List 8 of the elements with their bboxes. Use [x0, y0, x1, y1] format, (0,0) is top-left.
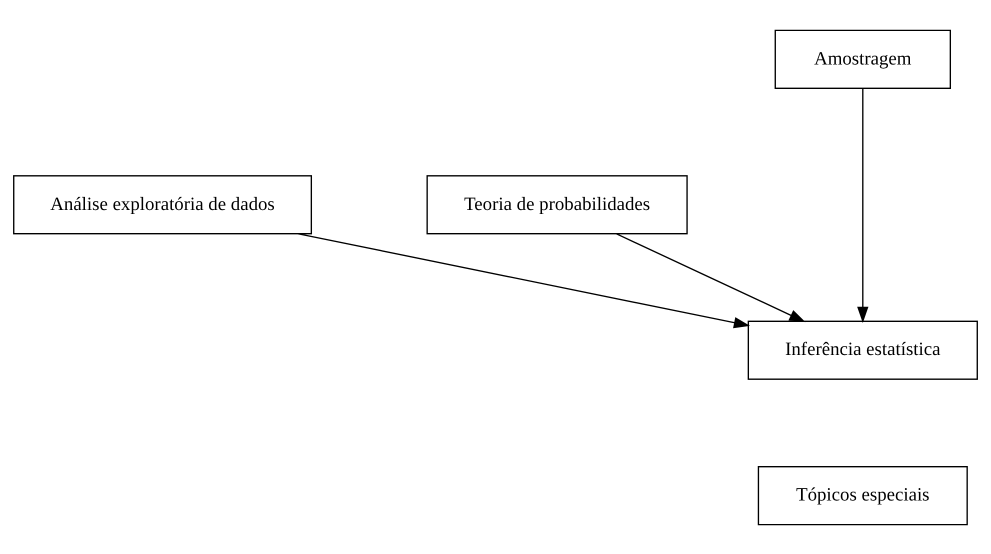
arrow — [616, 232, 806, 322]
node-box: Teoria de probabilidades — [426, 174, 688, 234]
node-box: Amostragem — [774, 29, 951, 88]
arrow — [857, 88, 868, 322]
arrow — [298, 232, 750, 328]
node-box: Análise exploratória de dados — [13, 174, 312, 234]
node-box: Tópicos especiais — [758, 466, 968, 525]
node-box: Inferência estatística — [748, 320, 978, 380]
